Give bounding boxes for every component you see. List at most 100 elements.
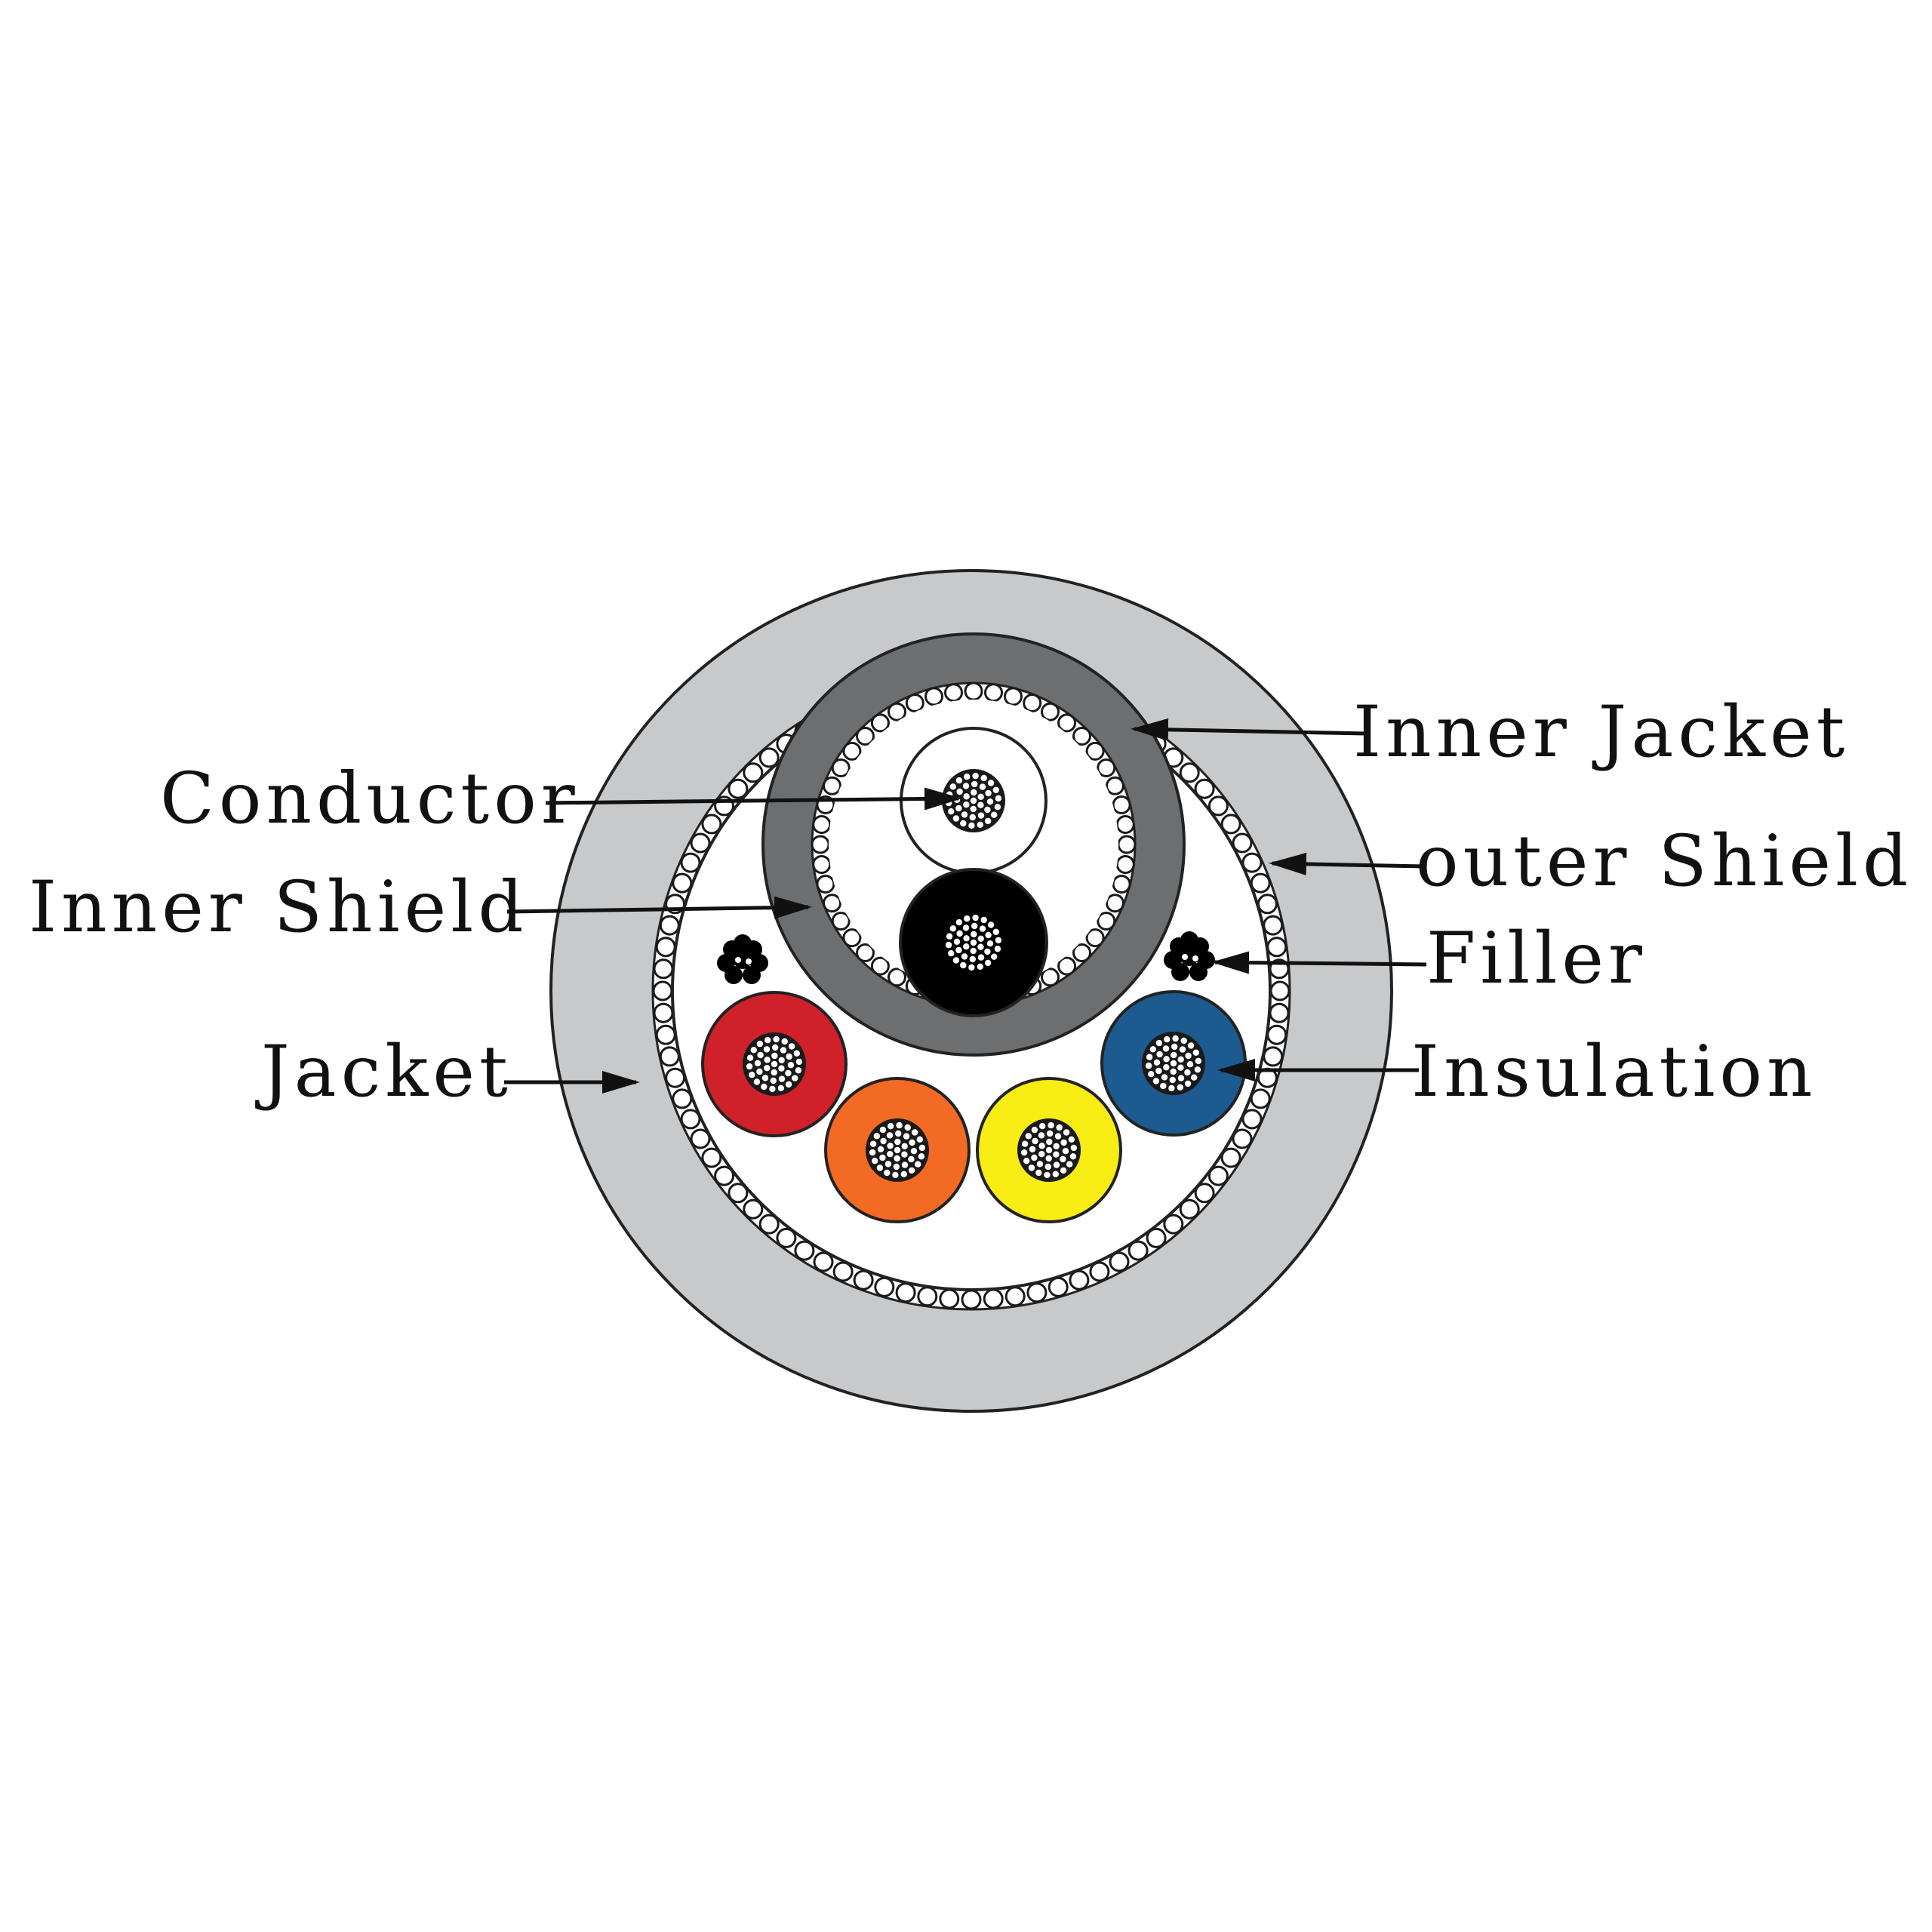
filler-fiber	[1180, 948, 1198, 966]
shield-strand	[665, 1067, 686, 1088]
shield-strand	[984, 683, 1003, 703]
conductor-wire	[945, 941, 952, 949]
shield-strand	[743, 1198, 764, 1220]
shield-strand	[1163, 1214, 1184, 1235]
conductor-wire	[793, 1050, 801, 1057]
conductor-wire	[977, 935, 984, 943]
shield-strand	[1097, 758, 1116, 777]
shield-strand	[842, 928, 862, 948]
conductor-wire	[1031, 1126, 1038, 1134]
shield-strand	[823, 776, 841, 795]
conductor-wire	[785, 1069, 792, 1077]
conductor-wire	[778, 1057, 785, 1064]
label-conductor: Conductor	[160, 758, 580, 840]
conductor-wire	[977, 821, 984, 829]
conductor-wire	[1170, 1060, 1177, 1067]
shield-strand	[652, 980, 673, 1001]
conductor-wire	[1185, 1052, 1192, 1060]
conductor-wire	[901, 1161, 909, 1168]
conductor-wire	[887, 1143, 894, 1149]
filler-fiber	[743, 966, 761, 984]
shield-strand	[1117, 835, 1137, 854]
conductor-wire	[980, 916, 987, 924]
conductor-wire	[879, 1126, 887, 1134]
conductor-wire	[962, 924, 970, 931]
conductor-wire	[771, 1060, 778, 1068]
label-filler: Filler	[1426, 918, 1647, 1000]
conductor-wire	[792, 1075, 798, 1081]
conductor-wire	[1056, 1124, 1063, 1131]
conductor-wire	[1020, 1149, 1028, 1156]
conductor-wire	[1023, 1158, 1030, 1164]
conductor-wire	[1169, 1076, 1177, 1084]
conductor-wire	[955, 918, 963, 926]
shield-strand	[813, 1251, 834, 1272]
conductor-wire	[757, 1051, 764, 1059]
conductor-wire	[968, 822, 975, 829]
conductor-wire	[1045, 1146, 1053, 1154]
conductor-wire	[952, 957, 960, 964]
conductor-wire	[1047, 1130, 1054, 1137]
shield-strand	[1266, 937, 1287, 958]
conductor-wire	[1186, 1061, 1194, 1068]
conductor-wire	[877, 1146, 884, 1153]
shield-strand	[1004, 687, 1023, 706]
shield-strand	[888, 968, 906, 987]
conductor-wire	[995, 937, 1002, 944]
shield-strand	[1112, 795, 1131, 814]
conductor-wire	[787, 1062, 795, 1069]
conductor-wire	[1036, 1161, 1044, 1168]
conductor-wire	[909, 1139, 915, 1146]
shield-strand	[1106, 776, 1124, 795]
shield-strand	[1048, 1276, 1069, 1297]
conductor-wire	[960, 820, 967, 827]
conductor-wire	[786, 1053, 792, 1060]
conductor-wire	[872, 1158, 878, 1164]
shield-strand	[812, 815, 832, 834]
shield-strand	[895, 1282, 916, 1303]
shield-strand	[1004, 1286, 1026, 1307]
shield-strand	[1115, 815, 1135, 834]
conductor-wire	[955, 777, 963, 784]
conductor-wire	[746, 1063, 753, 1070]
shield-strand	[874, 1276, 895, 1297]
shield-strand	[1257, 894, 1278, 915]
shield-strand	[758, 747, 780, 768]
shield-strand	[1057, 713, 1077, 733]
conductor-wire	[893, 1163, 900, 1171]
conductor-wire	[1029, 1146, 1036, 1153]
conductor-wire	[971, 922, 978, 930]
conductor-wire	[977, 943, 984, 950]
shield-strand	[924, 687, 943, 706]
conductor-wire	[896, 1121, 903, 1129]
conductor-wire	[1170, 1068, 1177, 1075]
conductor-yellow-core	[1017, 1118, 1081, 1182]
shield-strand	[1250, 872, 1271, 894]
label-insulation: Insulation	[1411, 1031, 1817, 1113]
shield-strand	[1112, 875, 1131, 894]
conductor-wire	[869, 1140, 877, 1147]
conductor-wire	[1048, 1121, 1054, 1129]
conductor-wire	[994, 946, 1001, 952]
conductor-wire	[895, 1130, 902, 1137]
conductor-wire	[946, 933, 953, 940]
conductor-wire	[949, 783, 957, 790]
shield-strand	[743, 762, 764, 783]
conductor-wire	[1163, 1056, 1170, 1063]
shield-strand	[1089, 1261, 1110, 1282]
shield-strand	[944, 683, 963, 703]
conductor-wire	[985, 931, 992, 939]
conductor-wire	[761, 1075, 769, 1081]
conductor-wire	[1038, 1143, 1045, 1149]
conductor-wire	[977, 812, 985, 819]
conductor-wire	[903, 1133, 910, 1140]
conductor-wire	[971, 931, 977, 938]
conductor-wire	[972, 772, 979, 780]
conductor-wire	[956, 788, 963, 795]
conductor-wire	[1062, 1148, 1069, 1155]
conductor-wire	[781, 1038, 788, 1045]
conductor-wire	[1171, 1043, 1178, 1051]
conductor-wire	[910, 1148, 918, 1155]
conductor-wire	[963, 935, 970, 942]
filler-fiber	[734, 934, 752, 952]
